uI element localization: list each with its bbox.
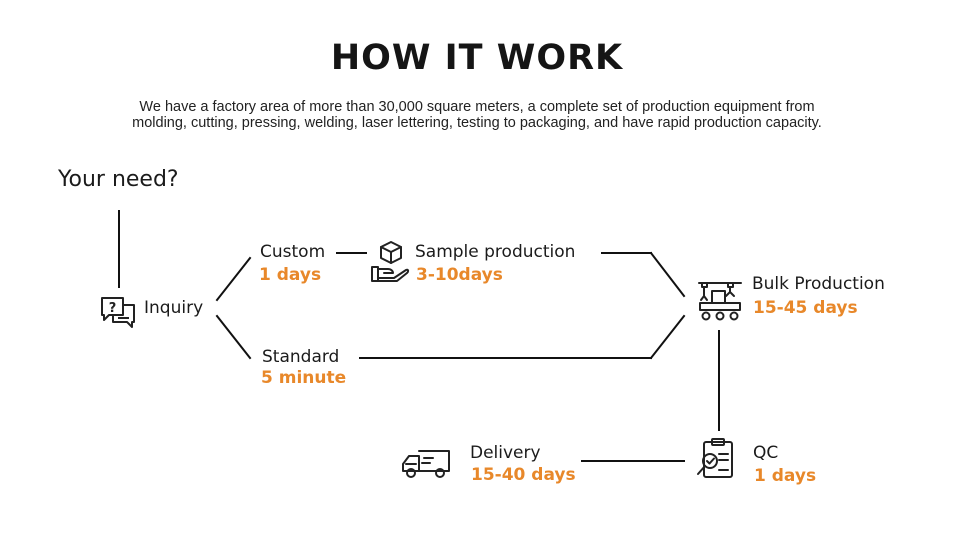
- delivery-time: 15-40 days: [471, 465, 576, 485]
- hand-box-icon: [371, 241, 410, 282]
- sample-label: Sample production: [415, 242, 576, 262]
- custom-label: Custom: [260, 242, 326, 262]
- connector-inquiry-standard: [215, 314, 252, 360]
- chat-question-icon: ?: [101, 297, 135, 328]
- svg-text:?: ?: [109, 301, 117, 316]
- description-line-1: We have a factory area of more than 30,0…: [139, 99, 815, 115]
- standard-time: 5 minute: [261, 368, 347, 388]
- qc-time: 1 days: [754, 466, 817, 486]
- bulk-label: Bulk Production: [752, 274, 885, 294]
- bulk-time: 15-45 days: [753, 298, 858, 318]
- connector-standard-bulk-d: [649, 314, 686, 360]
- sample-time: 3-10days: [416, 265, 503, 285]
- factory-robot-icon: [698, 282, 742, 321]
- standard-label: Standard: [262, 347, 340, 367]
- qc-label: QC: [753, 443, 779, 463]
- custom-time: 1 days: [259, 265, 322, 285]
- description-line-2: molding, cutting, pressing, welding, las…: [132, 115, 822, 131]
- page-description: We have a factory area of more than 30,0…: [40, 99, 914, 131]
- clipboard-check-icon: [697, 438, 733, 478]
- inquiry-label: Inquiry: [144, 298, 204, 318]
- start-label: Your need?: [58, 167, 179, 192]
- connector-inquiry-custom: [215, 256, 252, 302]
- connector-sample-bulk-d: [649, 251, 686, 298]
- page-title: HOW IT WORK: [330, 38, 624, 78]
- delivery-truck-icon: [402, 450, 450, 478]
- delivery-label: Delivery: [470, 443, 541, 463]
